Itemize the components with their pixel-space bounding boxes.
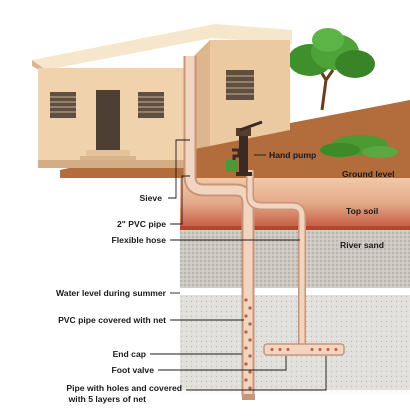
label-flexible-hose: Flexible hose: [112, 235, 167, 245]
label-sieve: Sieve: [140, 193, 163, 203]
label-pipe-holes-2: with 5 layers of net: [68, 394, 147, 404]
leader-lines: [150, 139, 327, 391]
end-cap: [242, 394, 255, 400]
label-pvc-pipe: 2" PVC pipe: [117, 219, 166, 229]
clay-line: [180, 226, 410, 230]
label-foot-valve: Foot valve: [111, 365, 154, 375]
label-pvc-net: PVC pipe covered with net: [58, 315, 166, 325]
tree: [288, 28, 375, 111]
labels: Sieve 2" PVC pipe Flexible hose Water le…: [56, 150, 395, 404]
label-end-cap: End cap: [113, 349, 146, 359]
label-ground-level: Ground level: [342, 169, 395, 179]
label-top-soil: Top soil: [346, 206, 378, 216]
label-hand-pump: Hand pump: [269, 150, 316, 160]
hand-pump: [226, 120, 263, 176]
perforated-pipe: [263, 343, 345, 356]
pipes: [183, 56, 345, 400]
pvc-pipe-net-holes: [244, 298, 252, 390]
label-water-level: Water level during summer: [56, 288, 167, 298]
river-sand-layer: [180, 230, 410, 288]
bush: [320, 135, 398, 158]
label-river-sand: River sand: [340, 240, 384, 250]
label-pipe-holes-1: Pipe with holes and covered: [66, 383, 182, 393]
